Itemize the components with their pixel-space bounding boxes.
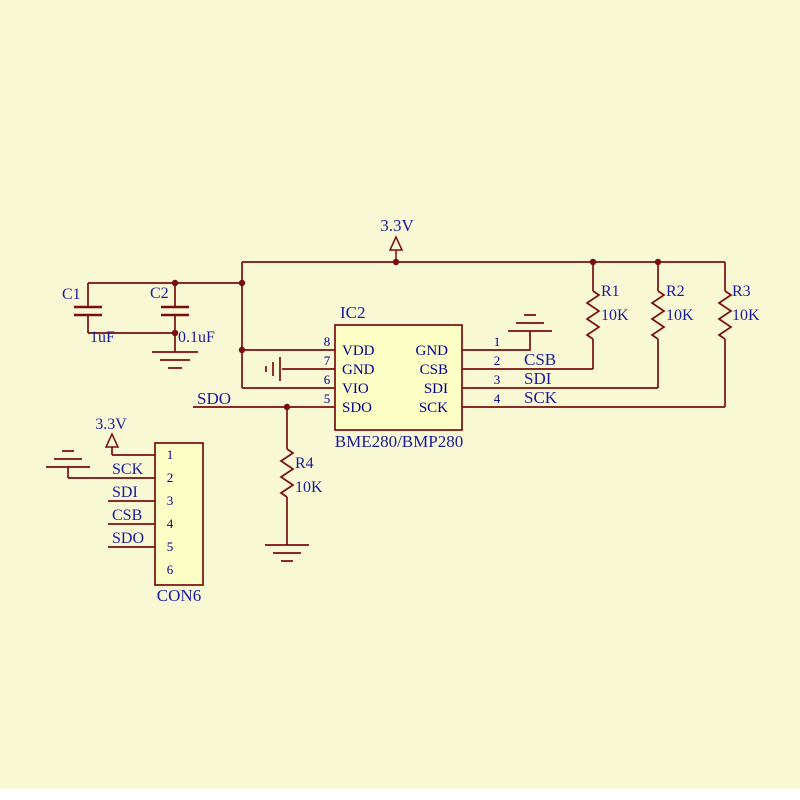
connector-net-label-sck: SCK (112, 461, 144, 478)
ic-pin-number-8: 8 (324, 334, 331, 349)
connector-pin-number-4: 4 (167, 516, 174, 531)
capacitor-c1-plates (74, 305, 102, 317)
capacitor-c2 (161, 283, 189, 333)
ic-pin-name-gnd-right: GND (416, 343, 449, 359)
resistor-r1-ref: R1 (601, 283, 620, 300)
ground-symbol-r4 (265, 544, 309, 562)
ic-pin-name-sdi: SDI (424, 381, 448, 397)
net-label-sdo: SDO (197, 389, 231, 408)
ic-ref-label: IC2 (340, 303, 366, 322)
ic-pin-number-5: 5 (324, 391, 331, 406)
wire-con-pin1 (111, 447, 155, 456)
junction-dot (171, 329, 179, 337)
junction-dot (238, 346, 246, 354)
junction-dot (171, 279, 179, 287)
connector-pin-number-6: 6 (167, 562, 174, 577)
ic-pin-name-csb: CSB (420, 362, 448, 378)
ic-pin-name-gnd-left: GND (342, 362, 375, 378)
resistor-r4-value: 10K (295, 479, 323, 496)
resistor-r2-ref: R2 (666, 283, 685, 300)
wire-con-pin2 (67, 467, 155, 479)
power-net-label-connector: 3.3V (95, 416, 127, 433)
resistor-r1-value: 10K (601, 307, 629, 324)
ic-pin-number-1: 1 (494, 334, 501, 349)
junction-dot (589, 258, 597, 266)
power-symbol-connector (104, 432, 120, 448)
junction-dot (283, 403, 291, 411)
wire-ic-gnd-right (462, 331, 531, 351)
ic-pin-number-3: 3 (494, 372, 501, 387)
power-arrow-icon (388, 235, 404, 251)
image-bottom-border (0, 789, 800, 800)
ic-pin-number-2: 2 (494, 353, 501, 368)
resistor-r2-value: 10K (666, 307, 694, 324)
components (46, 235, 733, 586)
connector-net-label-csb: CSB (112, 507, 142, 524)
resistor-r1 (585, 290, 601, 340)
capacitor-c1-ref: C1 (62, 286, 81, 303)
resistor-r4-ref: R4 (295, 455, 314, 472)
ic-pin-name-sdo: SDO (342, 400, 372, 416)
capacitor-c1 (74, 283, 102, 333)
connector-pin-number-1: 1 (167, 447, 174, 462)
ground-symbol-connector (46, 450, 90, 468)
net-label-sck: SCK (524, 388, 558, 407)
resistor-r4 (279, 448, 295, 498)
connector-net-label-sdo: SDO (112, 530, 144, 547)
resistor-r3-value: 10K (732, 307, 760, 324)
resistor-r3-ref: R3 (732, 283, 751, 300)
ic-part-label: BME280/BMP280 (335, 432, 463, 451)
labels: 3.3V 3.3V IC2 BME280/BMP280 VDD GND VIO … (62, 216, 760, 605)
ic-pin-number-6: 6 (324, 372, 331, 387)
power-symbol-top (388, 235, 404, 262)
ground-symbol-ic-pin1 (508, 314, 552, 332)
ic-pin-name-vdd: VDD (342, 343, 375, 359)
ic-pin-number-4: 4 (494, 391, 501, 406)
ic-pin-number-7: 7 (324, 353, 331, 368)
ground-symbol-caps (152, 351, 198, 369)
capacitor-c2-ref: C2 (150, 285, 169, 302)
connector-body (154, 442, 204, 586)
capacitor-c1-value: 1uF (90, 329, 115, 346)
resistor-r3 (717, 290, 733, 340)
junction-dot (392, 258, 400, 266)
capacitor-c2-plates (161, 305, 189, 317)
connector-pin-number-2: 2 (167, 470, 174, 485)
ic-body (334, 324, 463, 431)
ic-pin-name-sck: SCK (419, 400, 448, 416)
net-label-csb: CSB (524, 350, 556, 369)
net-label-sdi: SDI (524, 369, 552, 388)
ground-symbol-ic-pin7 (265, 357, 281, 381)
connector-pin-number-3: 3 (167, 493, 174, 508)
junction-dot (654, 258, 662, 266)
connector-ref-label: CON6 (157, 586, 201, 605)
junction-dot (238, 279, 246, 287)
ic-pin-name-vio: VIO (342, 381, 369, 397)
resistor-r2 (650, 290, 666, 340)
connector-net-label-sdi: SDI (112, 484, 138, 501)
power-arrow-icon (104, 432, 120, 448)
power-net-label-top: 3.3V (380, 216, 414, 235)
wires (67, 261, 726, 548)
capacitor-c2-value: 0.1uF (178, 329, 215, 346)
connector-pin-number-5: 5 (167, 539, 174, 554)
